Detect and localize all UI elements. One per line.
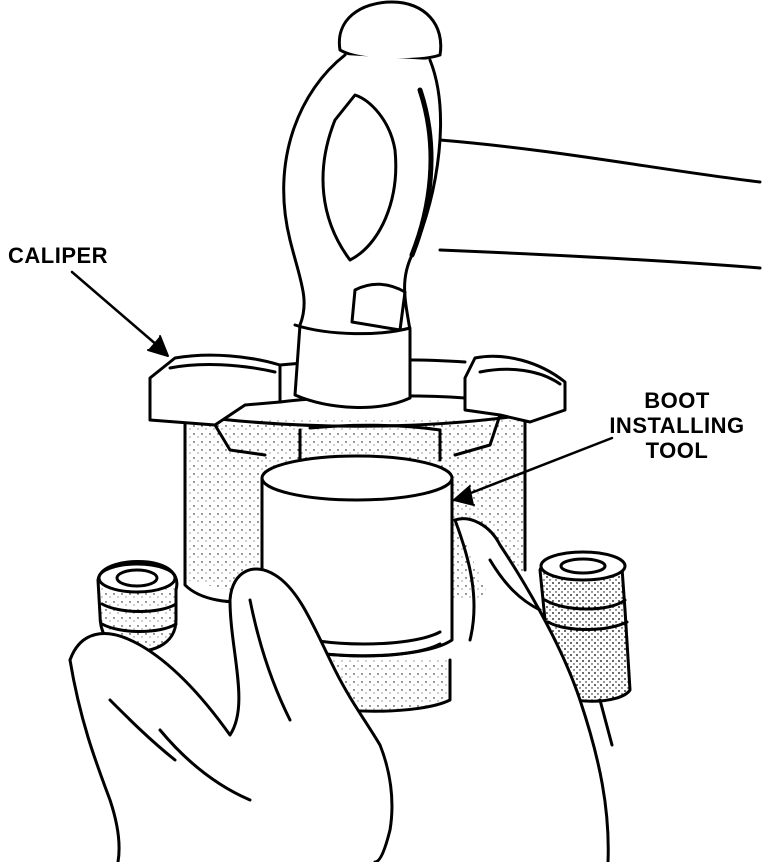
caliper-pointer-arrow <box>70 270 169 357</box>
hammer <box>282 0 443 409</box>
boot-label-line3: TOOL <box>645 438 709 463</box>
boot-label-line1: BOOT <box>644 388 710 413</box>
boot-tool-pointer-arrow <box>453 436 614 506</box>
right-hand <box>453 517 610 862</box>
left-hand <box>68 567 394 862</box>
caliper-label: CALIPER <box>8 243 109 268</box>
boot-label-line2: INSTALLING <box>609 413 745 438</box>
boot-installing-tool-label: BOOT INSTALLING TOOL <box>602 388 752 463</box>
upper-arm <box>438 138 762 270</box>
left-guide-pin <box>96 560 179 653</box>
